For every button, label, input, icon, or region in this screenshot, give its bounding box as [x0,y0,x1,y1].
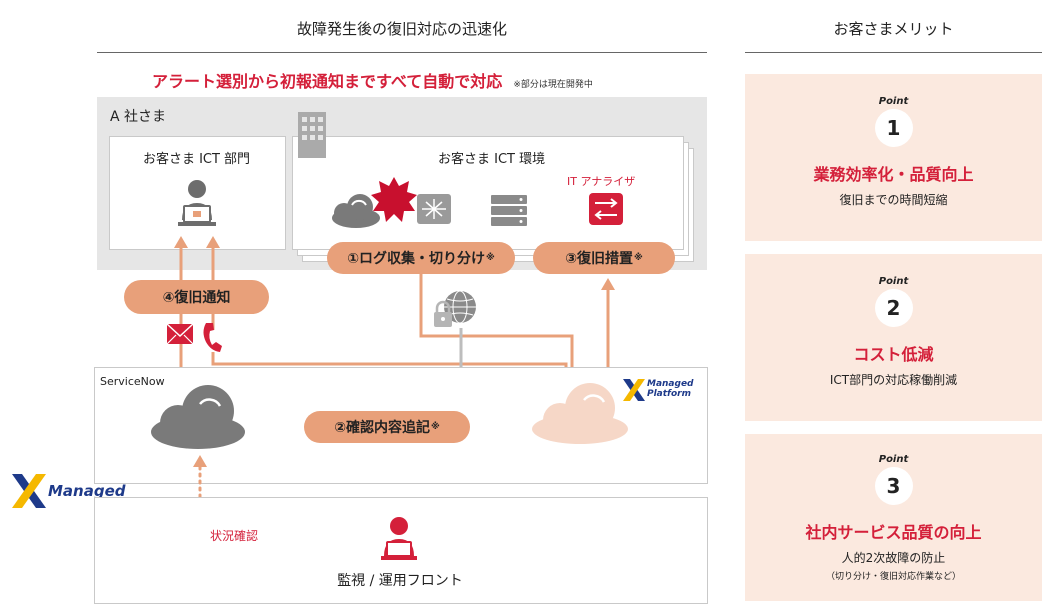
point-card-2: Point 2 コスト低減 ICT部門の対応稼働削減 [745,254,1042,421]
cloud-icon [332,194,380,228]
point-number: 3 [874,467,913,505]
ict-staff-icon [178,180,216,226]
point-label: Point [878,454,909,465]
servicenow-label: ServiceNow [100,375,165,388]
point-description: ICT部門の対応稼働削減 [829,373,958,387]
mp-logo-line2: Platform [647,389,691,399]
managed-logo-text: Managed [48,482,126,500]
step1-dev-mark: ※ [486,253,495,263]
step2-dev-mark: ※ [431,422,440,432]
it-analyzer-label: IT アナライザ [567,175,636,188]
step3-label: ③復旧措置 [565,251,634,267]
ict-env-label: お客さま ICT 環境 [438,152,546,167]
step2-label: ②確認内容追記 [334,420,431,436]
alert-burst-icon [371,177,417,222]
mp-logo-line1: Managed [647,379,694,389]
step4-label: ④復旧通知 [162,290,231,306]
step3-pill: ③復旧措置※ [533,242,675,274]
network-switch-icon [417,194,451,224]
banner-text: アラート選別から初報通知まですべて自動で対応 [152,72,503,91]
servicenow-cloud-icon [151,385,245,449]
step1-label: ①ログ収集・切り分け [347,251,486,267]
point-card-1: Point 1 業務効率化・品質向上 復旧までの時間短縮 [745,74,1042,241]
point-subnote: （切り分け・復旧対応作業など） [825,572,961,582]
step1-pill: ①ログ収集・切り分け※ [327,242,515,274]
left-header: 故障発生後の復旧対応の迅速化 [296,20,507,38]
building-icon [298,112,326,158]
point-title: コスト低減 [853,345,934,364]
point-label: Point [878,96,909,107]
point-title: 社内サービス品質の向上 [805,523,982,542]
point-number: 2 [874,289,913,327]
right-header-rule [745,52,1042,53]
status-check-label: 状況確認 [210,529,259,543]
step3-dev-mark: ※ [634,253,643,263]
point-number: 1 [874,109,913,147]
banner-note: ※部分は現在開発中 [513,80,593,90]
automation-banner: アラート選別から初報通知まですべて自動で対応 ※部分は現在開発中 [152,68,593,92]
managed-platform-logo: Managed Platform [621,379,706,403]
globe-lock-icon [434,290,476,327]
point-card-3: Point 3 社内サービス品質の向上 人的2次故障の防止 （切り分け・復旧対応… [745,434,1042,601]
right-header: お客さまメリット [833,20,954,38]
mail-icon [166,323,194,345]
point-description: 人的2次故障の防止 [841,551,946,565]
it-analyzer-icon [589,193,623,225]
point-title: 業務効率化・品質向上 [813,165,974,184]
managed-platform-cloud-icon [532,383,628,444]
step2-pill: ②確認内容追記※ [304,411,470,443]
phone-icon [203,323,222,352]
point-label: Point [878,276,909,287]
step4-pill: ④復旧通知 [124,280,269,314]
managed-logo: Managed [8,474,153,508]
point-description: 復旧までの時間短縮 [839,193,948,207]
monitor-front-label: 監視 / 運用フロント [337,573,463,589]
operator-icon-overlay [381,517,417,560]
left-header-rule [97,52,707,53]
customer-label: A 社さま [110,109,167,125]
server-icon [491,195,527,226]
ict-dept-label: お客さま ICT 部門 [142,152,251,167]
ict-env-box [292,136,684,250]
